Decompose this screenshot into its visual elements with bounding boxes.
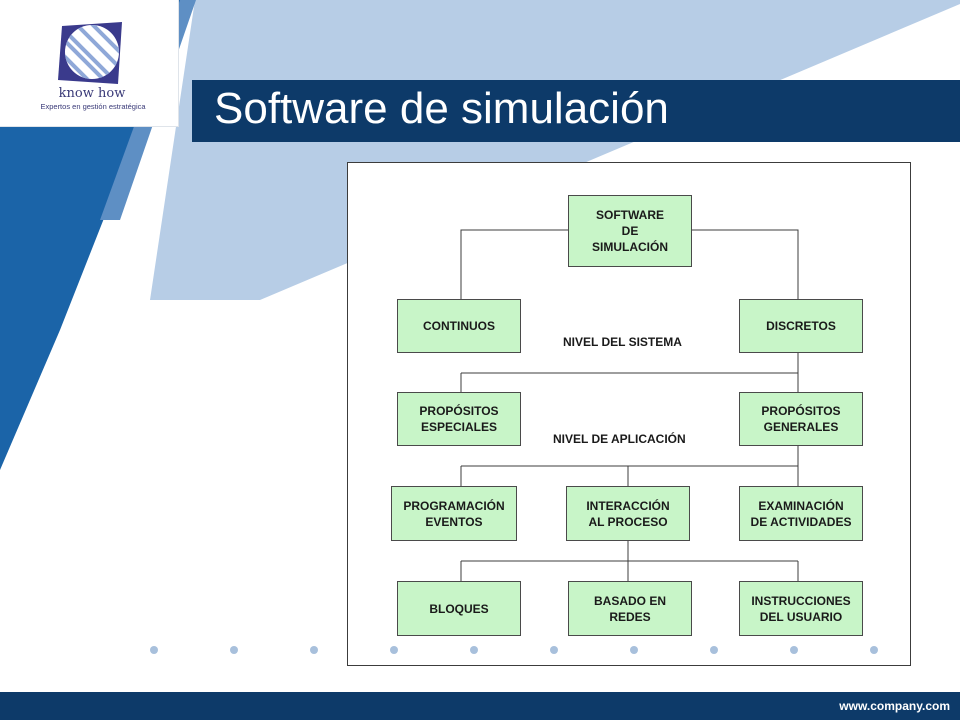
decorative-dot xyxy=(870,646,878,654)
node-interaccion-proceso: INTERACCIÓN AL PROCESO xyxy=(566,486,690,541)
decorative-dot xyxy=(230,646,238,654)
node-programacion-eventos: PROGRAMACIÓN EVENTOS xyxy=(391,486,517,541)
title-bar: Software de simulación xyxy=(192,80,960,142)
node-discretos: DISCRETOS xyxy=(739,299,863,353)
logo-globe-icon xyxy=(58,22,122,84)
decorative-dot xyxy=(550,646,558,654)
decorative-dot xyxy=(390,646,398,654)
node-bloques: BLOQUES xyxy=(397,581,521,636)
node-continuos: CONTINUOS xyxy=(397,299,521,353)
label-nivel-sistema: NIVEL DEL SISTEMA xyxy=(563,335,682,349)
decorative-dot xyxy=(710,646,718,654)
decorative-dot xyxy=(470,646,478,654)
decorative-dot xyxy=(630,646,638,654)
footer-bar: www.company.com xyxy=(0,692,960,720)
connector-root-discretos xyxy=(692,229,799,299)
diagram-frame: SOFTWARE DE SIMULACIÓN CONTINUOS DISCRET… xyxy=(347,162,911,666)
connector-root-continuos xyxy=(460,229,568,299)
company-logo: know how Expertos en gestión estratégica xyxy=(0,0,179,127)
node-instrucciones-usuario: INSTRUCCIONES DEL USUARIO xyxy=(739,581,863,636)
logo-tagline: Expertos en gestión estratégica xyxy=(40,102,146,111)
page-title: Software de simulación xyxy=(214,84,669,133)
label-nivel-aplicacion: NIVEL DE APLICACIÓN xyxy=(553,432,686,446)
node-software-simulacion: SOFTWARE DE SIMULACIÓN xyxy=(568,195,692,267)
decorative-dot xyxy=(310,646,318,654)
diagram-connectors xyxy=(460,229,799,581)
node-propositos-generales: PROPÓSITOS GENERALES xyxy=(739,392,863,446)
footer-url: www.company.com xyxy=(839,699,950,713)
decorative-dot xyxy=(150,646,158,654)
node-basado-redes: BASADO EN REDES xyxy=(568,581,692,636)
node-propositos-especiales: PROPÓSITOS ESPECIALES xyxy=(397,392,521,446)
decorative-dot xyxy=(790,646,798,654)
logo-name: know how xyxy=(58,86,126,101)
node-examinacion-actividades: EXAMINACIÓN DE ACTIVIDADES xyxy=(739,486,863,541)
